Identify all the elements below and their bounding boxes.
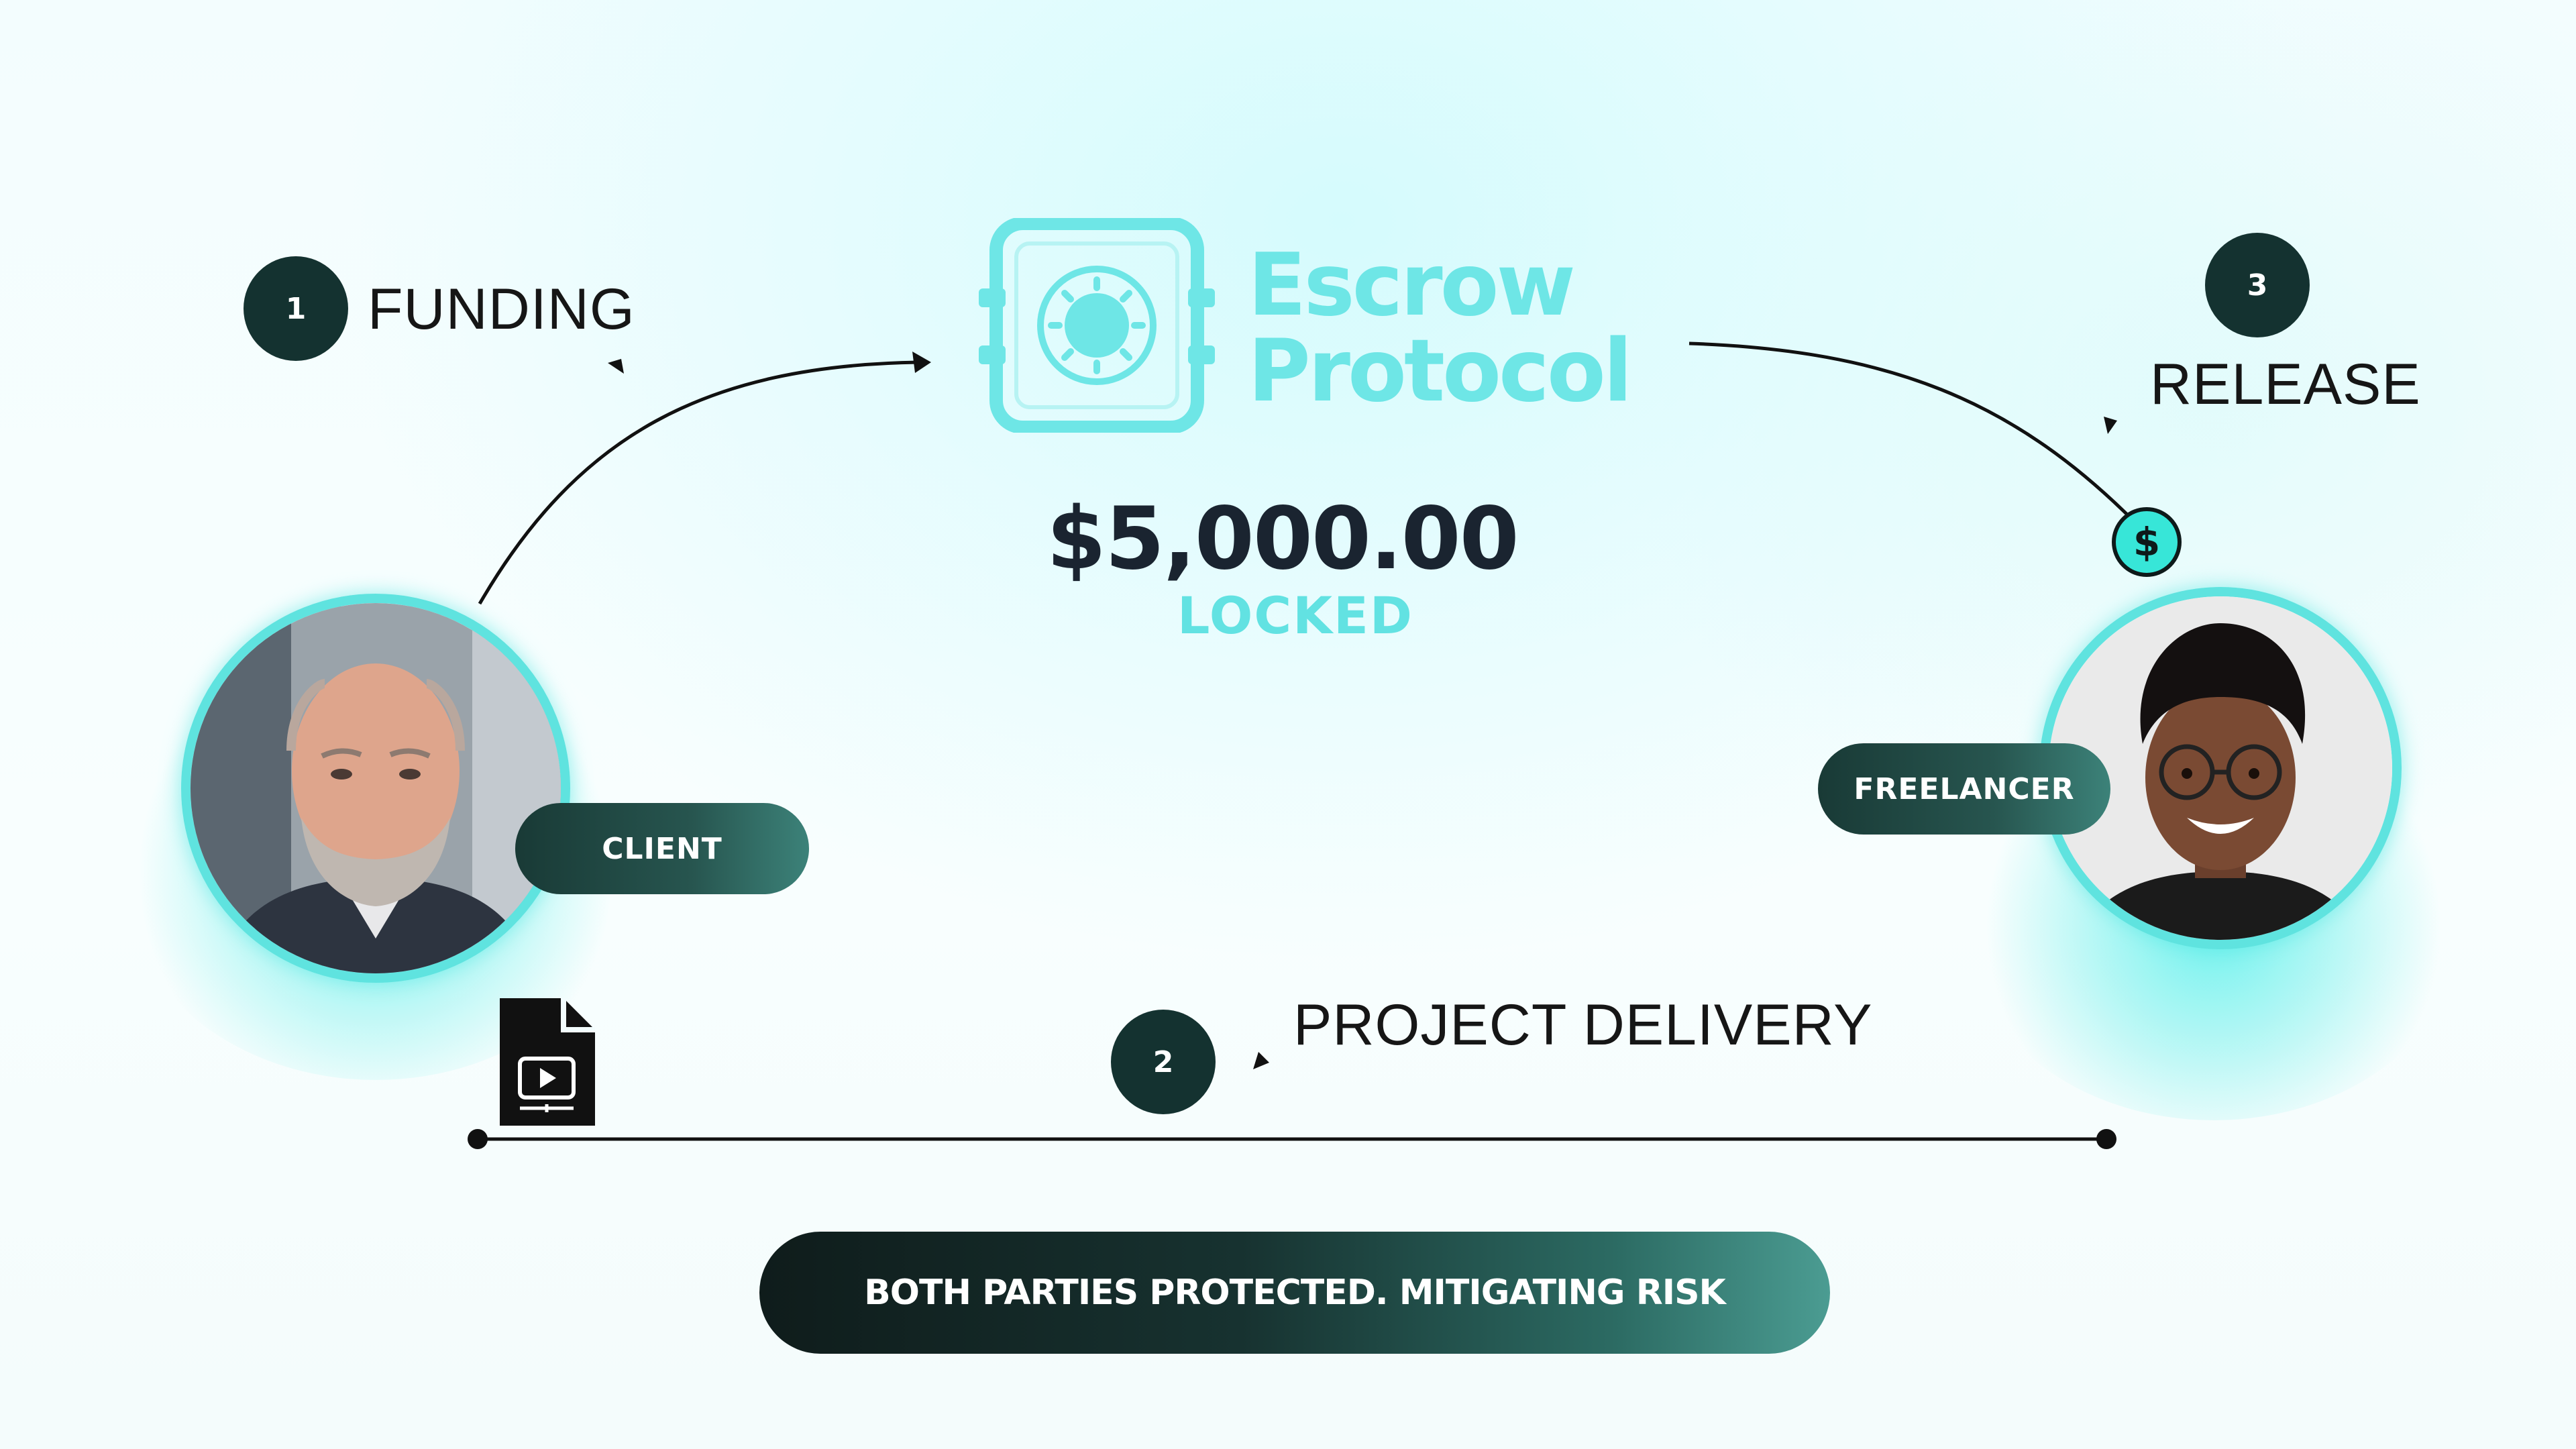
step-2-label: PROJECT DELIVERY — [1293, 993, 1873, 1057]
step-1-label: FUNDING — [368, 277, 635, 341]
escrow-status: LOCKED — [1177, 586, 1413, 645]
step-3-label: RELEASE — [2150, 352, 2421, 417]
funding-arrowhead — [912, 352, 931, 373]
release-arrow-line — [1688, 341, 2129, 517]
step-1-badge: 1 — [244, 256, 348, 361]
step-3-pointer-icon — [2104, 417, 2117, 434]
step-2-badge: 2 — [1111, 1010, 1216, 1114]
step-1-pointer-icon — [608, 359, 624, 374]
vault-icon — [979, 217, 1215, 434]
timeline-end-dot — [2096, 1129, 2116, 1149]
freelancer-label-pill: FREELANCER — [1818, 743, 2110, 835]
escrow-amount: $5,000.00 — [1046, 489, 1519, 589]
funding-arrow-line — [478, 360, 920, 605]
protection-banner: BOTH PARTIES PROTECTED. MITIGATING RISK — [759, 1232, 1830, 1354]
brand-name-line2: Protocol — [1248, 321, 1633, 421]
brand-logo — [976, 217, 1218, 434]
client-label-pill: CLIENT — [515, 803, 809, 894]
dollar-coin-icon: $ — [2112, 507, 2182, 577]
step-3-badge: 3 — [2205, 233, 2310, 337]
timeline-start-dot — [468, 1129, 488, 1149]
step-2-pointer-icon — [1253, 1052, 1269, 1069]
brand-name-line1: Escrow — [1248, 235, 1576, 335]
client-avatar — [181, 594, 570, 983]
video-file-icon — [500, 998, 595, 1126]
